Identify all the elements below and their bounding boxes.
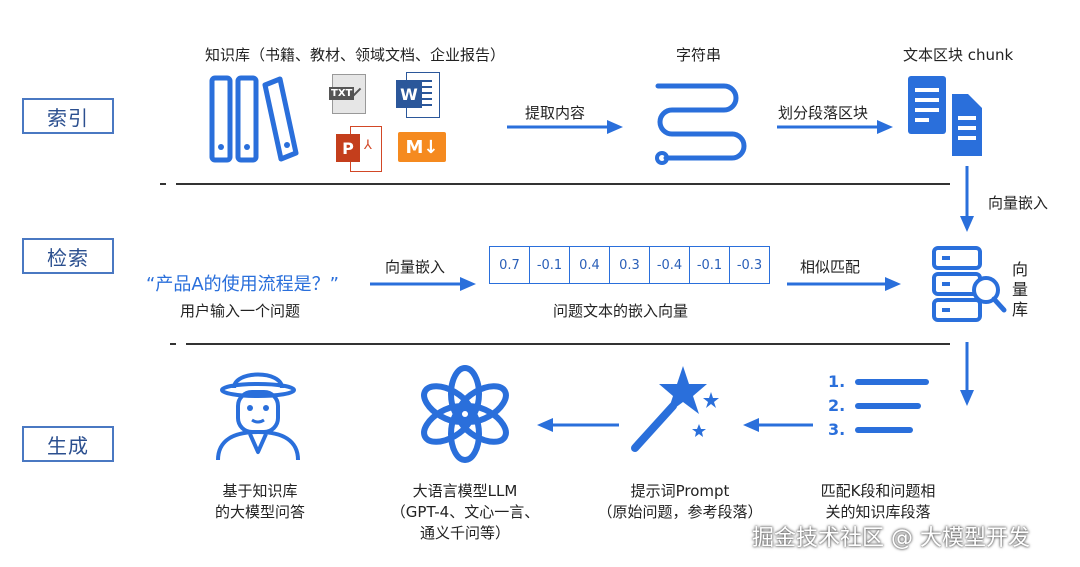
match-arrow-icon bbox=[787, 277, 901, 291]
split-label: 划分段落区块 bbox=[778, 104, 869, 122]
books-icon bbox=[209, 75, 299, 163]
vector-cell: -0.1 bbox=[690, 247, 730, 283]
vector-cell: -0.4 bbox=[650, 247, 690, 283]
transition-embed-label: 向量嵌入 bbox=[988, 194, 1049, 212]
db-label-char: 量 bbox=[1012, 280, 1029, 299]
vector-cell: -0.1 bbox=[530, 247, 570, 283]
match-k-caption: 匹配K段和问题相 关的知识库段落 bbox=[820, 482, 936, 521]
down-arrow-icon bbox=[960, 342, 974, 406]
match-label: 相似匹配 bbox=[800, 258, 861, 276]
llm-caption: 大语言模型LLM （GPT-4、文心一言、 通义千问等） bbox=[390, 482, 540, 542]
list-number: 3. bbox=[828, 420, 846, 439]
stage-label-generate: 生成 bbox=[22, 426, 114, 462]
stage-label-search: 检索 bbox=[22, 238, 114, 274]
magic-wand-icon bbox=[631, 366, 719, 452]
document-stack-icon bbox=[908, 76, 982, 156]
prompt-caption: 提示词Prompt （原始问题，参考段落） bbox=[597, 482, 763, 521]
vector-cell: -0.3 bbox=[736, 257, 763, 273]
left-arrow-icon bbox=[537, 418, 619, 432]
ppt-file-icon: ⅄ P bbox=[336, 126, 384, 172]
left-arrow-icon bbox=[743, 418, 813, 432]
embed-arrow-icon bbox=[370, 277, 476, 291]
markdown-file-icon: M↓ bbox=[398, 132, 446, 162]
list-number: 1. bbox=[828, 372, 846, 391]
query-caption: 用户输入一个问题 bbox=[180, 302, 301, 320]
vector-cell: 0.3 bbox=[610, 247, 650, 283]
kb-model-caption: 基于知识库 的大模型问答 bbox=[214, 482, 305, 521]
vector-cell: 0.4 bbox=[570, 247, 610, 283]
extract-arrow-icon bbox=[507, 120, 623, 134]
query-text: “产品A的使用流程是？” bbox=[146, 274, 339, 295]
extract-label: 提取内容 bbox=[525, 104, 586, 122]
string-label: 字符串 bbox=[676, 46, 722, 64]
chunk-label: 文本区块 chunk bbox=[903, 46, 1014, 64]
db-label-char: 向 bbox=[1012, 260, 1029, 279]
llm-logo-icon bbox=[421, 365, 509, 463]
string-icon bbox=[655, 83, 747, 165]
vector-caption: 问题文本的嵌入向量 bbox=[553, 302, 689, 320]
vector-database-icon bbox=[932, 246, 1007, 322]
stage-label-index: 索引 bbox=[22, 98, 114, 134]
knowledge-base-label: 知识库（书籍、教材、领域文档、企业报告） bbox=[205, 46, 506, 64]
split-arrow-icon bbox=[777, 120, 893, 134]
embedding-vector: 0.7 -0.1 0.4 0.3 -0.4 -0.1 -0.3 bbox=[489, 246, 770, 284]
list-lines-icon bbox=[855, 379, 929, 433]
down-arrow-icon bbox=[960, 166, 974, 232]
person-hat-icon bbox=[216, 372, 300, 461]
txt-file-icon: TXT bbox=[329, 74, 366, 114]
list-number: 2. bbox=[828, 396, 846, 415]
db-label-char: 库 bbox=[1012, 300, 1029, 319]
search-embed-label: 向量嵌入 bbox=[385, 258, 446, 276]
vector-cell: 0.7 bbox=[490, 247, 530, 283]
watermark: 掘金技术社区 @ 大模型开发 bbox=[752, 526, 1030, 551]
word-file-icon: W bbox=[396, 72, 440, 118]
